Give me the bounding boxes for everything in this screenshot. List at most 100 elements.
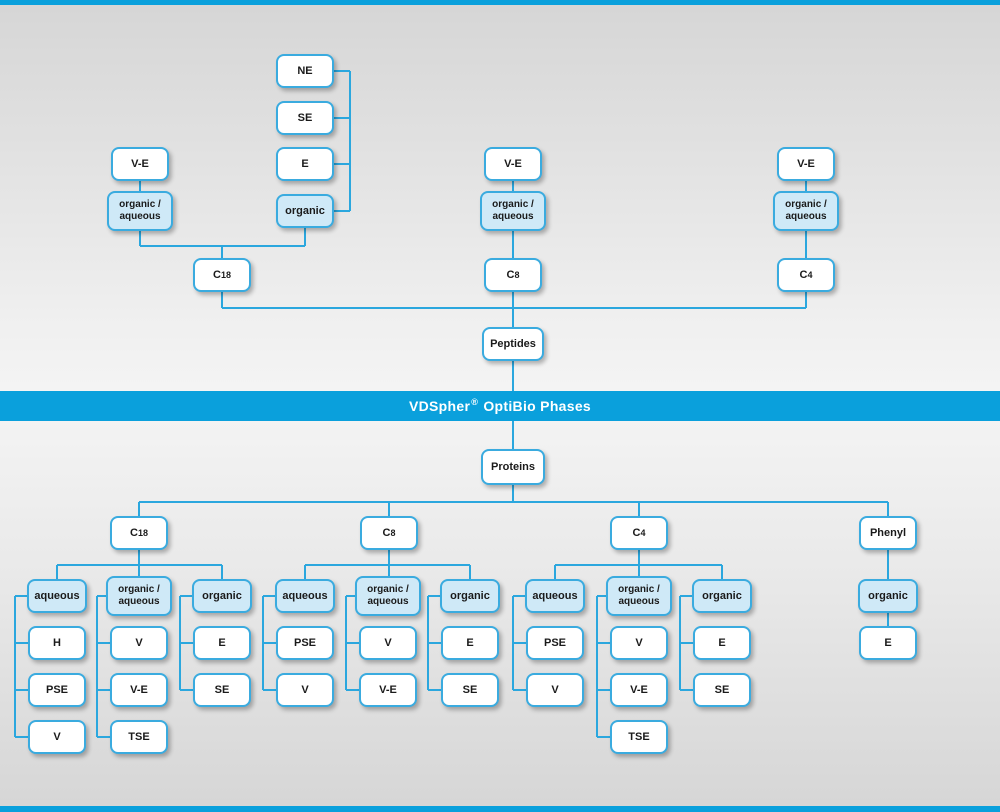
node-proteins: Proteins [481, 449, 545, 485]
node-c4_aq_v: V [526, 673, 584, 707]
node-pep_ve_c8: V-E [484, 147, 542, 181]
node-label: V-E [130, 683, 148, 696]
node-label: TSE [128, 730, 150, 743]
node-label: aqueous [282, 589, 328, 602]
node-c18_oa_v: V [110, 626, 168, 660]
node-peptides: Peptides [482, 327, 544, 361]
node-label: E [301, 157, 309, 170]
node-label: Phenyl [869, 526, 907, 539]
node-c8_oa_v: V [359, 626, 417, 660]
node-label: V [551, 683, 559, 696]
node-pep_ve_c4: V-E [777, 147, 835, 181]
node-label: Peptides [490, 337, 536, 350]
node-label: aqueous [34, 589, 80, 602]
node-label: organic / aqueous [367, 584, 409, 607]
node-pro_c18: C18 [110, 516, 168, 550]
node-c8_organic: organic [440, 579, 500, 613]
node-label: SE [714, 683, 730, 696]
node-label: H [53, 636, 61, 649]
node-c18_orgaq: organic / aqueous [106, 576, 172, 616]
node-label: organic / aqueous [119, 199, 161, 222]
node-pep_ne: NE [276, 54, 334, 88]
node-pep_ve_c18: V-E [111, 147, 169, 181]
node-pep_orgaq_c18: organic / aqueous [107, 191, 173, 231]
node-label: Proteins [490, 460, 535, 473]
node-c18_v: V [28, 720, 86, 754]
node-c8_org_se: SE [441, 673, 499, 707]
node-label: V [635, 636, 643, 649]
node-pro_phenyl: Phenyl [859, 516, 917, 550]
node-c4_oa_v: V [610, 626, 668, 660]
node-phenyl_e: E [859, 626, 917, 660]
node-c18_oa_tse: TSE [110, 720, 168, 754]
node-pep_c8: C8 [484, 258, 542, 292]
node-label: organic / aqueous [492, 199, 534, 222]
node-pep_orgaq_c8: organic / aqueous [480, 191, 546, 231]
phase-banner: VDSpher® OptiBio Phases [0, 391, 1000, 421]
node-c8_aq_pse: PSE [276, 626, 334, 660]
node-label: V [53, 730, 61, 743]
node-label: C18 [213, 268, 231, 281]
node-c4_organic: organic [692, 579, 752, 613]
node-c18_pse: PSE [28, 673, 86, 707]
node-label: E [218, 636, 226, 649]
node-label: aqueous [532, 589, 578, 602]
node-label: PSE [543, 636, 566, 649]
node-label: V-E [630, 683, 648, 696]
node-c4_aqueous: aqueous [525, 579, 585, 613]
node-label: SE [462, 683, 478, 696]
node-c4_org_se: SE [693, 673, 751, 707]
node-label: E [884, 636, 892, 649]
node-c4_oa_ve: V-E [610, 673, 668, 707]
node-label: V-E [131, 157, 149, 170]
node-label: C18 [130, 526, 148, 539]
node-label: NE [297, 64, 313, 77]
node-label: SE [297, 111, 313, 124]
accent-strip-bottom [0, 806, 1000, 812]
node-label: V-E [379, 683, 397, 696]
node-label: PSE [45, 683, 68, 696]
node-c8_org_e: E [441, 626, 499, 660]
node-pro_c8: C8 [360, 516, 418, 550]
node-label: organic / aqueous [618, 584, 660, 607]
node-pep_se: SE [276, 101, 334, 135]
node-label: organic [202, 589, 242, 602]
node-phenyl_organic: organic [858, 579, 918, 613]
node-label: organic [702, 589, 742, 602]
node-c8_aqueous: aqueous [275, 579, 335, 613]
node-label: SE [214, 683, 230, 696]
node-label: E [466, 636, 474, 649]
node-pep_organic: organic [276, 194, 334, 228]
node-label: TSE [628, 730, 650, 743]
node-label: organic [285, 204, 325, 217]
node-label: V-E [504, 157, 522, 170]
node-c18_aqueous: aqueous [27, 579, 87, 613]
node-c8_oa_ve: V-E [359, 673, 417, 707]
node-label: organic / aqueous [118, 584, 160, 607]
node-label: C8 [506, 268, 520, 281]
node-c18_oa_ve: V-E [110, 673, 168, 707]
node-c8_orgaq: organic / aqueous [355, 576, 421, 616]
node-label: PSE [293, 636, 316, 649]
node-label: C4 [799, 268, 813, 281]
node-c18_h: H [28, 626, 86, 660]
node-pep_orgaq_c4: organic / aqueous [773, 191, 839, 231]
node-label: C8 [382, 526, 396, 539]
node-c8_aq_v: V [276, 673, 334, 707]
node-c4_aq_pse: PSE [526, 626, 584, 660]
node-c4_orgaq: organic / aqueous [606, 576, 672, 616]
node-c18_organic: organic [192, 579, 252, 613]
node-label: V [135, 636, 143, 649]
node-label: organic [450, 589, 490, 602]
node-pep_e: E [276, 147, 334, 181]
node-pro_c4: C4 [610, 516, 668, 550]
node-label: V [301, 683, 309, 696]
banner-title: VDSpher® OptiBio Phases [408, 397, 592, 414]
node-label: V [384, 636, 392, 649]
node-label: organic [868, 589, 908, 602]
node-label: C4 [632, 526, 646, 539]
node-c18_org_e: E [193, 626, 251, 660]
node-label: V-E [797, 157, 815, 170]
node-c18_org_se: SE [193, 673, 251, 707]
